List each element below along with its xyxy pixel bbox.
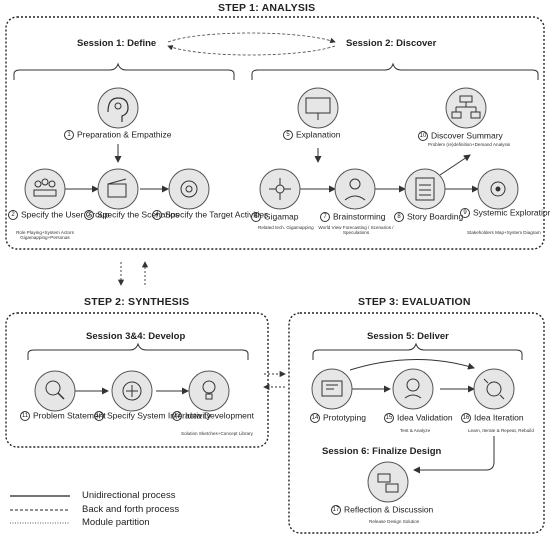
legend-back-forth: Back and forth process [82,504,180,515]
define-discover-loop [167,32,336,44]
presentation-icon [297,87,339,129]
step-evaluation-title: STEP 3: EVALUATION [358,296,471,308]
interactivity-icon [111,370,153,412]
deliver-loop [349,359,475,371]
deliver-brace [312,342,523,360]
session-develop: Session 3&4: Develop [86,331,186,342]
synthesis-box [5,312,269,448]
legend-unidirectional: Unidirectional process [82,490,176,501]
analysis-box [5,16,545,250]
session-finalize: Session 6: Finalize Design [322,446,442,457]
node-7-sub: World View Forecasting / Scenarios / Spe… [318,225,394,235]
evaluation-box [288,312,545,534]
node-15-sub: Test & Analyze [400,428,431,433]
node-10-sub: Problem (re)definition+Demand Analysis [428,142,511,147]
session-discover: Session 2: Discover [346,38,437,49]
step-synthesis-title: STEP 2: SYNTHESIS [84,296,190,308]
prototype-icon [311,368,353,410]
validation-icon [392,368,434,410]
network-icon [259,168,301,210]
brainstorm-icon [334,168,376,210]
legend-module: Module partition [82,517,150,528]
develop-brace [27,342,249,360]
clapperboard-icon [97,168,139,210]
iteration-icon [473,368,515,410]
target-activities-icon [168,168,210,210]
node-16-sub: Learn, Iterate & Repeat, Rebuild [468,428,534,433]
brain-icon [97,87,139,129]
define-brace [13,62,235,80]
user-group-icon [24,168,66,210]
node-9-sub: Stakeholders Map+System Diagram [467,230,541,235]
problem-search-icon [34,370,76,412]
hierarchy-icon [445,87,487,129]
idea-bulb-icon [188,370,230,412]
clipboard-icon [404,168,446,210]
step-analysis-title: STEP 1: ANALYSIS [218,2,316,14]
node-17-sub: Release Design Solution [369,519,420,524]
discussion-icon [367,461,409,503]
discover-brace [251,62,539,80]
system-gear-icon [477,168,519,210]
node-13-sub: Solution Sketches+Concept Library [181,431,253,436]
session-define: Session 1: Define [77,38,157,49]
session-deliver: Session 5: Deliver [367,331,449,342]
node-2-sub: Role Playing+System Actors Gigamapping+P… [16,230,74,240]
node-6-sub: Related tech. Gigamapping [258,225,314,230]
